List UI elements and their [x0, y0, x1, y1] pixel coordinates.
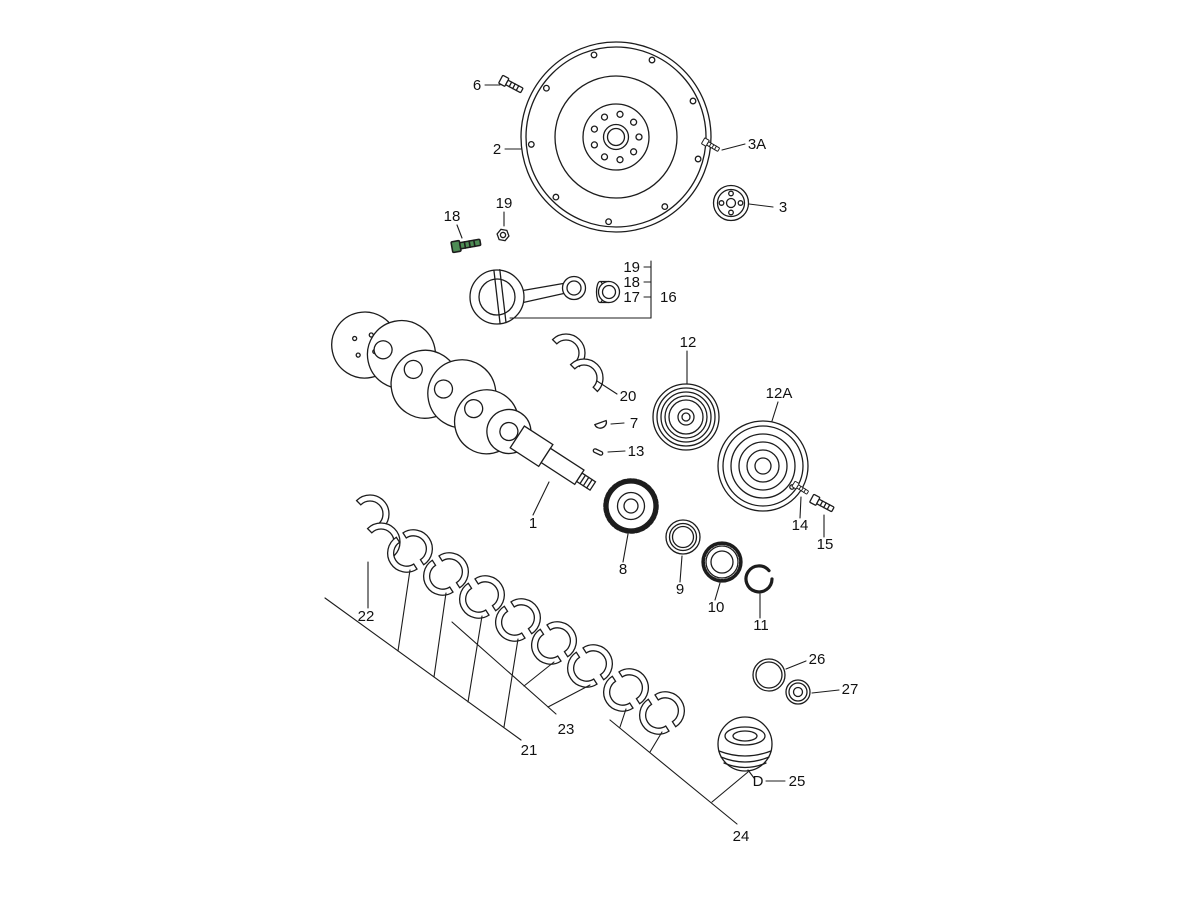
- callout-25: 25: [789, 773, 806, 790]
- leader-3: [748, 203, 774, 208]
- leader-10: [714, 582, 721, 601]
- leader-13: [607, 450, 626, 453]
- bearing-shell-row: [380, 523, 691, 742]
- flywheel-bolt-6: [497, 74, 525, 96]
- crankshaft-1: [331, 311, 597, 492]
- bearing-shells-20: [551, 325, 612, 393]
- dowel-pin-13: [592, 448, 604, 456]
- callout-12a: 12A: [766, 385, 793, 402]
- drawing-layer: [331, 41, 836, 772]
- leader-lines: [324, 84, 840, 825]
- seal-ring-27: [785, 679, 811, 705]
- leader-8: [622, 533, 629, 563]
- callout-6: 6: [473, 77, 481, 94]
- callout-3a: 3A: [748, 136, 766, 153]
- flywheel: [520, 41, 712, 233]
- leader-18-left: [456, 224, 463, 239]
- flange-3: [712, 184, 750, 222]
- callout-7: 7: [630, 415, 638, 432]
- leader-1: [532, 481, 550, 516]
- callout-8: 8: [619, 561, 627, 578]
- pulley-12a: [717, 420, 809, 512]
- collector-21: [324, 569, 522, 741]
- callout-14: 14: [792, 517, 809, 534]
- callout-13: 13: [628, 443, 645, 460]
- leader-27: [811, 689, 840, 694]
- callout-16: 16: [660, 289, 677, 306]
- rod-bolt-18: [450, 236, 482, 254]
- leader-12a: [771, 401, 779, 422]
- callout-24: 24: [733, 828, 750, 845]
- collector-24: [609, 708, 749, 825]
- callout-21: 21: [521, 742, 538, 759]
- collector-23: [451, 621, 591, 715]
- callout-26: 26: [809, 651, 826, 668]
- leader-14: [799, 496, 802, 519]
- pulley-12: [652, 383, 720, 451]
- rod-nut-19: [496, 228, 510, 242]
- callout-25-symbol: D: [753, 773, 764, 790]
- callout-2: 2: [493, 141, 501, 158]
- bearing-ring-10: [701, 541, 743, 583]
- callout-10: 10: [708, 599, 725, 616]
- leader-25: [747, 769, 755, 779]
- spacer-ring-9: [665, 519, 701, 555]
- callout-9: 9: [676, 581, 684, 598]
- snap-ring-11: [744, 564, 774, 594]
- callout-22: 22: [358, 608, 375, 625]
- callout-27: 27: [842, 681, 859, 698]
- bracket-16: [509, 260, 652, 319]
- rod-bushing-17: [597, 280, 621, 304]
- seal-ring-26: [752, 658, 786, 692]
- connecting-rod-16: [469, 268, 621, 325]
- callout-15: 15: [817, 536, 834, 553]
- timing-gear-8: [603, 478, 659, 534]
- leader-20: [596, 380, 618, 395]
- piston-25: [717, 716, 773, 772]
- leader-26: [785, 660, 807, 670]
- callout-1: 1: [529, 515, 537, 532]
- callout-23: 23: [558, 721, 575, 738]
- bolt-15: [808, 493, 836, 515]
- callout-20: 20: [620, 388, 637, 405]
- callout-17: 17: [623, 289, 640, 306]
- woodruff-key-7: [594, 419, 608, 429]
- callout-12: 12: [680, 334, 697, 351]
- thrust-shells-22: [355, 486, 409, 557]
- callout-11: 11: [753, 617, 769, 634]
- callout-labels: 6 2 3A 3 18 19 19 18 17 16 20 7 13 12 12…: [358, 77, 859, 845]
- callout-18-stack: 18: [623, 274, 640, 291]
- callout-19-left: 19: [496, 195, 513, 212]
- leader-3a: [721, 143, 746, 151]
- callout-19-stack: 19: [623, 259, 640, 276]
- leader-7: [610, 422, 625, 425]
- leader-9: [679, 555, 683, 583]
- callout-18-left: 18: [444, 208, 461, 225]
- callout-3: 3: [779, 199, 787, 216]
